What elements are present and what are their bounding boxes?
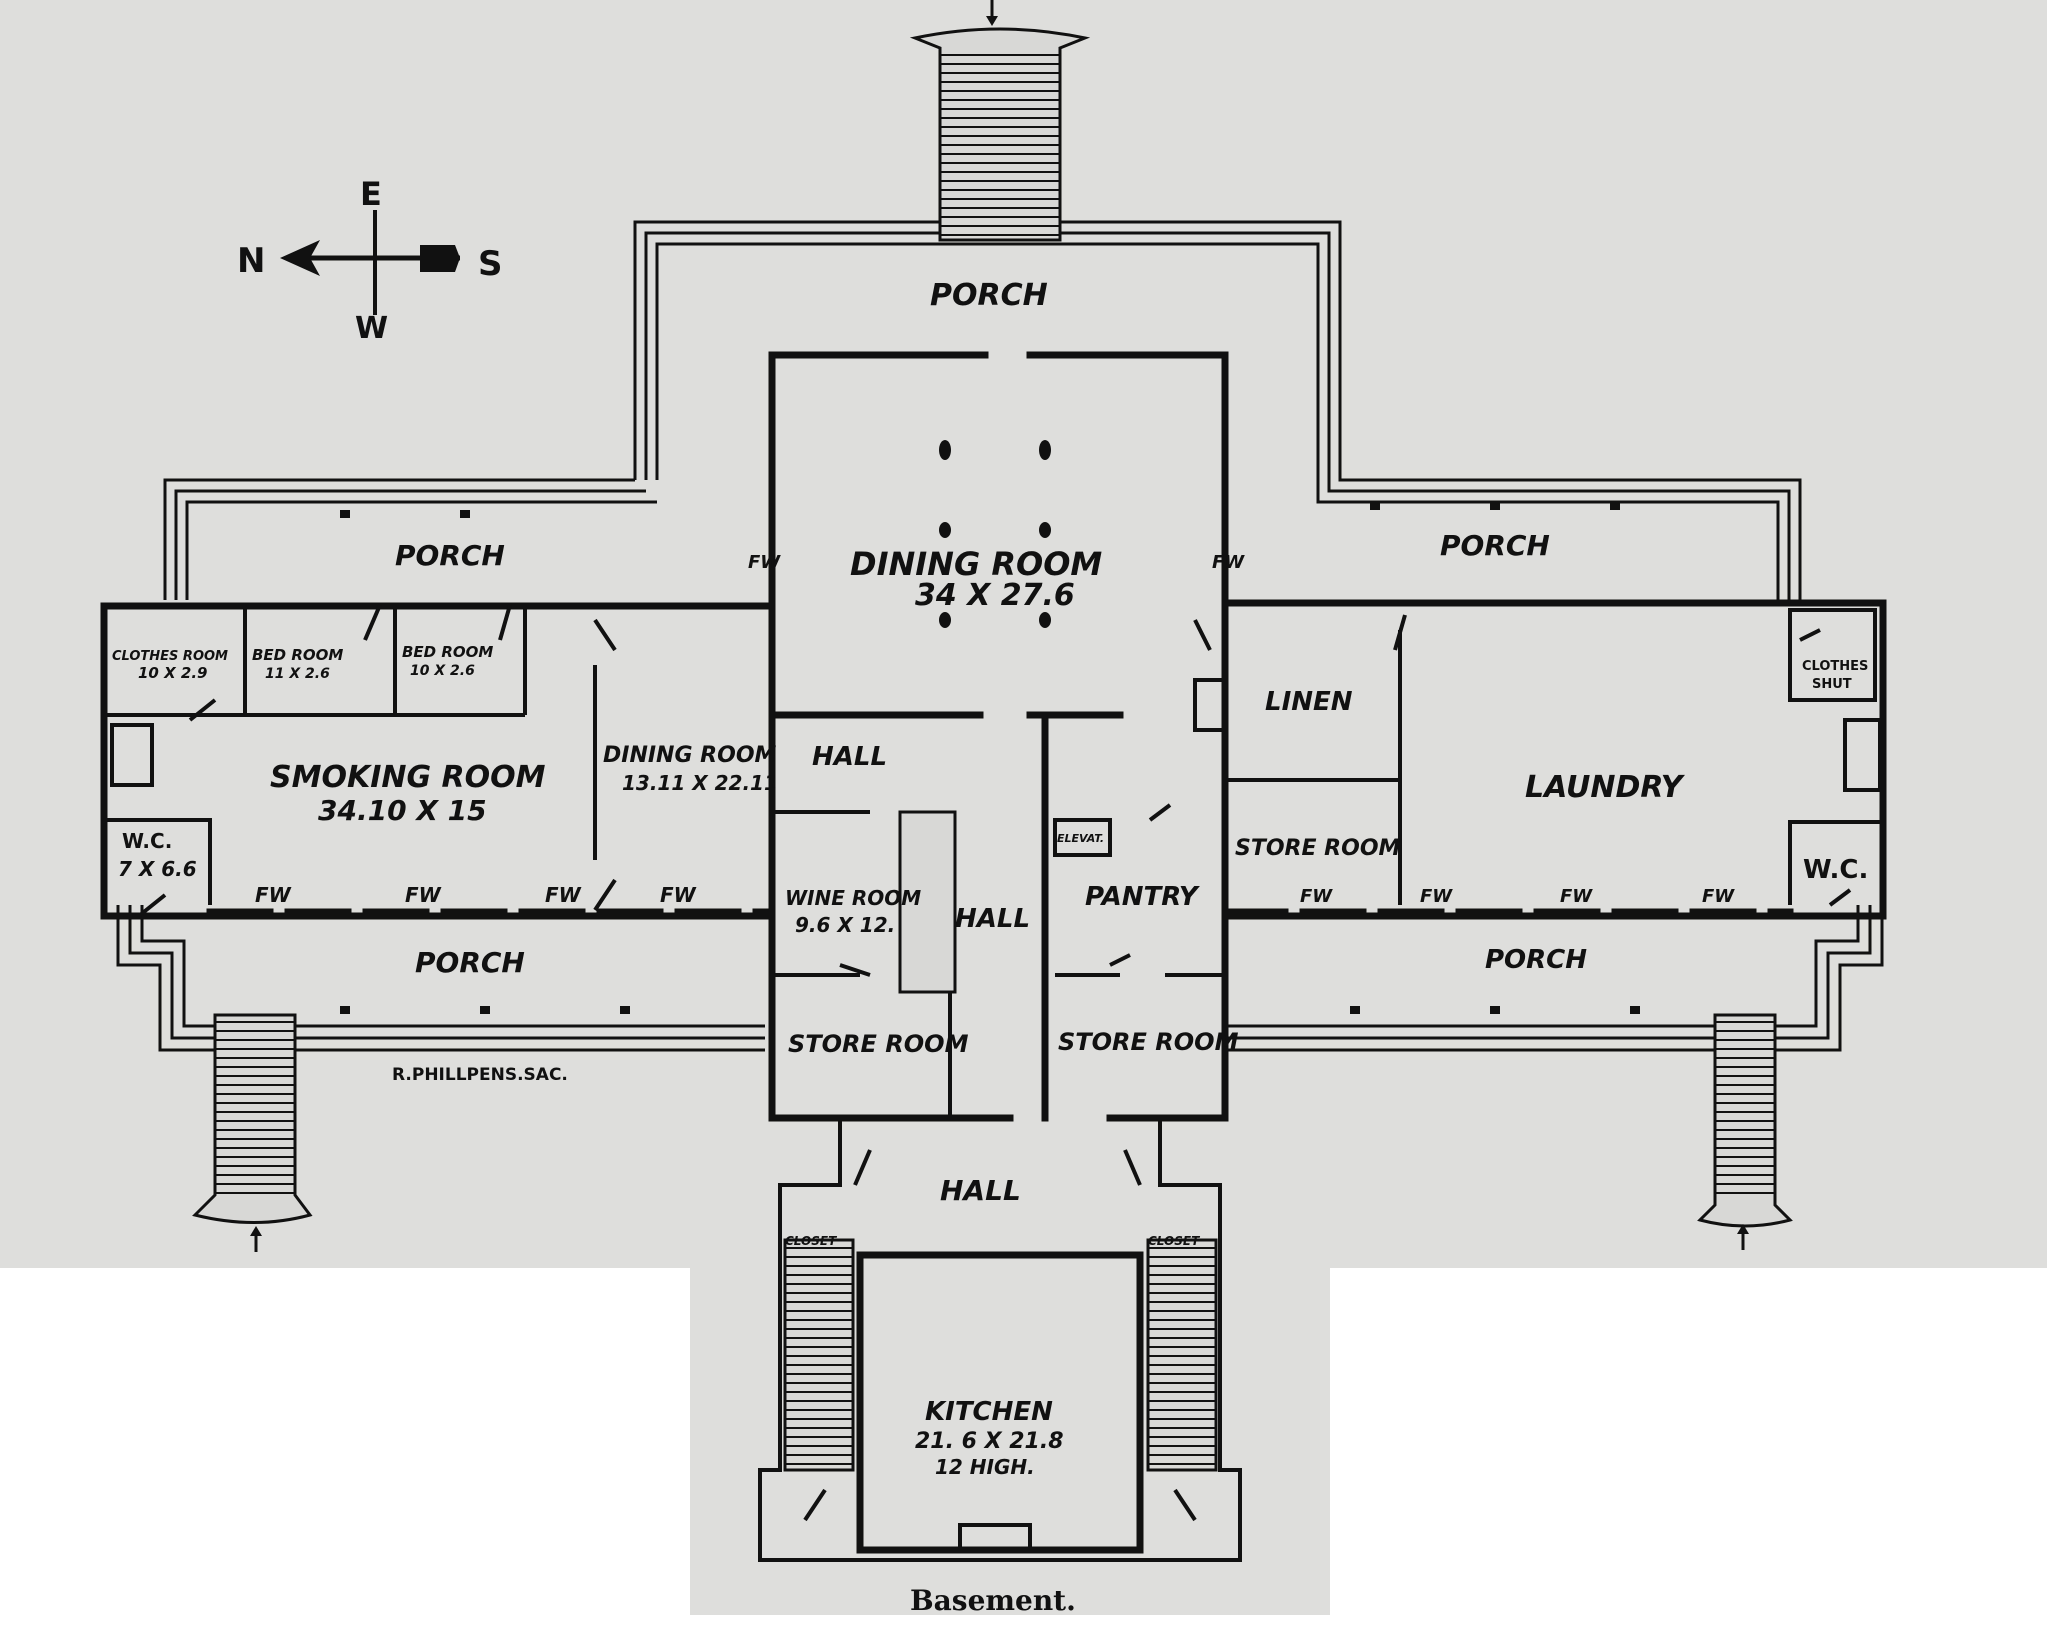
hall-basement-label: HALL [940,1174,1021,1207]
clothes-shut-label-2: SHUT [1812,677,1852,692]
compass-rose: N E S W [237,175,503,346]
closet-left-label: CLOSET [785,1234,837,1248]
wine-room-size: 9.6 X 12. [795,913,895,937]
doors [138,604,1852,977]
room-labels: PORCH PORCH PORCH PORCH PORCH DINING ROO… [112,278,1868,1479]
store-room-center-label: STORE ROOM [1058,1028,1239,1056]
kitchen-label: KITCHEN [925,1397,1053,1427]
compass-south-label: S [478,244,503,284]
hall-upper-label: HALL [812,742,887,772]
compass-east-label: E [360,175,382,213]
small-dining-room-size: 13.11 X 22.11 [622,771,778,795]
fw-label: FW [660,883,697,907]
interior-stair [898,810,957,994]
smoking-room-label: SMOKING ROOM [270,760,546,795]
porch-bottom-right-label: PORCH [1485,945,1587,975]
bed-room-2-size: 10 X 2.6 [410,663,475,679]
engraver-credit: R.PHILLPENS.SAC. [392,1065,568,1085]
bed-room-1-label: BED ROOM [252,646,343,664]
pantry-label: PANTRY [1085,882,1201,912]
front-stair [909,27,1091,242]
fw-label: FW [1702,886,1735,907]
porch-bottom-left-label: PORCH [415,946,525,979]
wc-right-label: W.C. [1803,855,1868,885]
fw-label: FW [545,883,582,907]
interior-walls [104,606,1883,1122]
porch-left-label: PORCH [395,539,505,572]
clothes-shut-label-1: CLOTHES [1802,659,1868,674]
wc-left-size: 7 X 6.6 [118,857,197,881]
closet-right-label: CLOSET [1148,1234,1200,1248]
elevator-label: ELEVAT. [1057,832,1104,845]
dining-columns [939,440,1051,628]
caption: Basement. [910,1584,1076,1617]
porch-top-label: PORCH [930,278,1048,313]
entry-arrows [250,0,1749,1252]
fw-label: FW [1420,886,1453,907]
exterior-walls [100,351,1887,1122]
kitchen-size: 21. 6 X 21.8 [915,1429,1064,1454]
dining-room-size: 34 X 27.6 [915,578,1075,613]
wine-room-label: WINE ROOM [785,886,921,910]
right-stair [1697,1013,1793,1228]
fw-label: FW [748,552,781,573]
kitchen-height: 12 HIGH. [935,1455,1035,1479]
wc-left-label: W.C. [122,829,172,853]
store-room-right-label: STORE ROOM [1235,836,1401,861]
dining-room-label: DINING ROOM [850,545,1102,583]
left-stair [192,1013,313,1224]
laundry-label: LAUNDRY [1525,770,1686,805]
smoking-room-size: 34.10 X 15 [318,794,487,827]
fw-label: FW [1300,886,1333,907]
bed-room-1-size: 11 X 2.6 [265,666,330,682]
hall-center-label: HALL [955,904,1030,934]
fw-label: FW [405,883,442,907]
basement-block [758,1118,1242,1562]
store-room-left-label: STORE ROOM [788,1030,969,1058]
compass-west-label: W [355,311,388,346]
fw-label: FW [1560,886,1593,907]
clothes-room-size: 10 X 2.9 [138,664,207,682]
bed-room-2-label: BED ROOM [402,643,493,661]
linen-label: LINEN [1265,687,1353,717]
small-dining-room-label: DINING ROOM [603,743,777,768]
compass-north-label: N [237,241,265,281]
fw-label: FW [255,883,292,907]
porch-outline [116,220,1884,1052]
fw-label: FW [1212,552,1245,573]
porch-right-label: PORCH [1440,529,1550,562]
clothes-room-label: CLOTHES ROOM [112,649,228,664]
